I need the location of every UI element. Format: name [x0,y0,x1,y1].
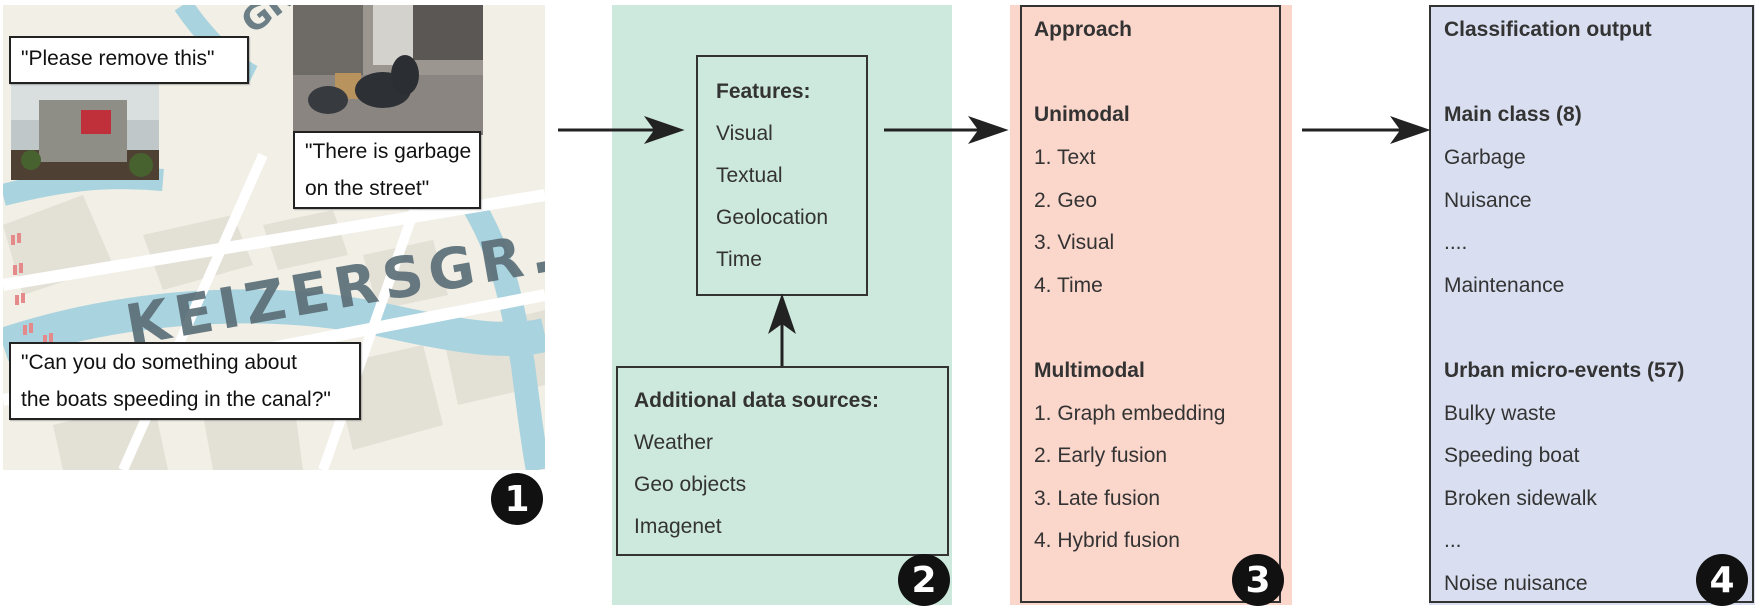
micro-events-title: Urban micro-events (57) [1444,359,1685,382]
feature-item: Visual [716,122,773,145]
main-class-item: Garbage [1444,146,1526,169]
approach-box: Approach Unimodal 1. Text 2. Geo 3. Visu… [1020,5,1281,603]
features-panel: Features: Visual Textual Geolocation Tim… [612,5,952,605]
unimodal-item: 4. Time [1034,274,1103,297]
quote-line: "Can you do something about [21,351,297,374]
source-item: Imagenet [634,515,722,538]
classification-box: Classification output Main class (8) Gar… [1429,5,1754,603]
multimodal-title: Multimodal [1034,359,1145,382]
stage-number-3: 3 [1232,554,1284,606]
features-box: Features: Visual Textual Geolocation Tim… [696,55,868,296]
multimodal-item: 4. Hybrid fusion [1034,529,1180,552]
photo-utility-box [11,80,159,180]
stage-number-1: 1 [491,473,543,525]
quote-line: on the street" [305,177,430,200]
photo-garbage [293,5,483,135]
approach-title: Approach [1034,18,1133,41]
unimodal-item: 1. Text [1034,146,1096,169]
feature-item: Textual [716,164,783,187]
main-class-title: Main class (8) [1444,103,1582,126]
quote-line: the boats speeding in the canal?" [21,388,331,411]
unimodal-title: Unimodal [1034,103,1130,126]
source-item: Weather [634,431,713,454]
quote-line: "Please remove this" [21,47,215,70]
stage-number-4: 4 [1696,554,1748,606]
source-item: Geo objects [634,473,747,496]
quote-remove-this: "Please remove this" [9,36,249,84]
additional-sources-box: Additional data sources: Weather Geo obj… [616,366,949,556]
arrow-head-2 [967,116,1009,144]
unimodal-item: 3. Visual [1034,231,1115,254]
micro-event-item: Speeding boat [1444,444,1580,467]
multimodal-item: 1. Graph embedding [1034,402,1226,425]
main-class-item: Nuisance [1444,189,1532,212]
micro-event-item: Broken sidewalk [1444,487,1597,510]
additional-sources-title: Additional data sources: [634,389,880,412]
micro-event-item: ... [1444,529,1462,552]
micro-event-item: Bulky waste [1444,402,1557,425]
feature-item: Time [716,248,762,271]
quote-garbage: "There is garbage on the street" [293,131,481,209]
classification-title: Classification output [1444,18,1652,41]
approach-panel: Approach Unimodal 1. Text 2. Geo 3. Visu… [1010,5,1292,605]
features-title: Features: [716,80,811,103]
classification-panel: Classification output Main class (8) Gar… [1429,5,1755,605]
unimodal-item: 2. Geo [1034,189,1098,212]
multimodal-item: 2. Early fusion [1034,444,1168,467]
main-class-item: Maintenance [1444,274,1565,297]
feature-item: Geolocation [716,206,829,229]
quote-line: "There is garbage [305,140,472,163]
arrow-head-3 [1389,116,1431,144]
quote-speeding-boats: "Can you do something about the boats sp… [9,342,361,420]
stage-number-2: 2 [898,554,950,606]
city-map: GR KEIZERSGR. "Please remove this" [3,5,545,470]
main-class-item: .... [1444,231,1468,254]
micro-event-item: Noise nuisance [1444,572,1588,595]
multimodal-item: 3. Late fusion [1034,487,1161,510]
